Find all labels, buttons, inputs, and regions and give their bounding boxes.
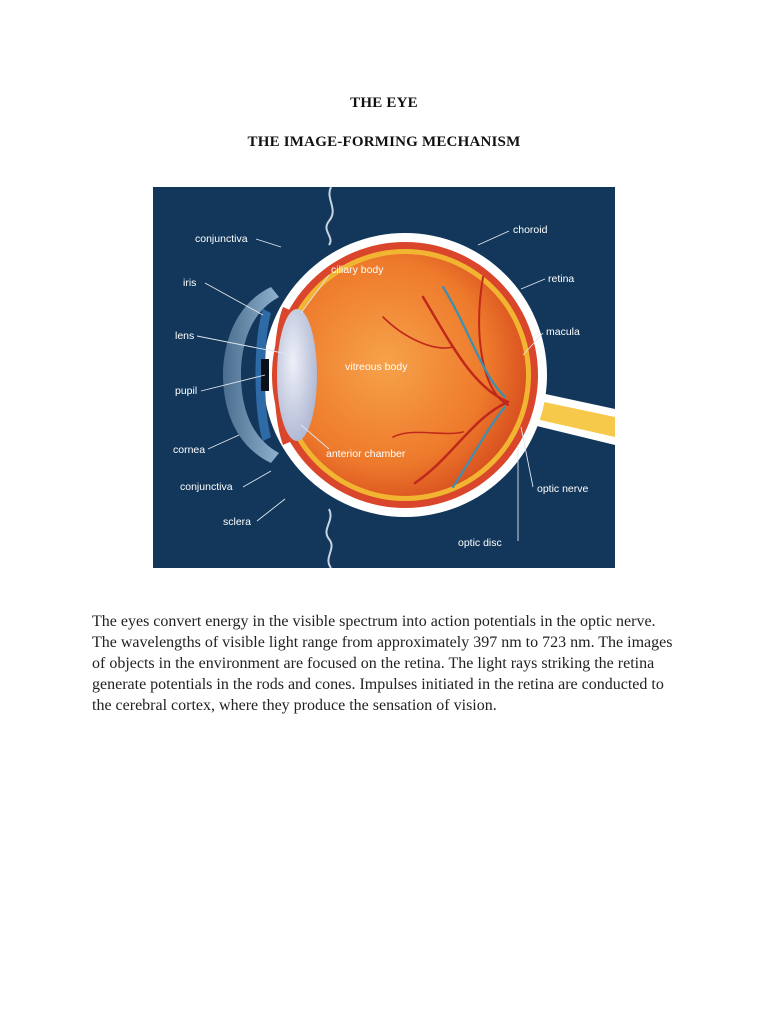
cornea-shape (223, 287, 279, 463)
label-vitreous-body: vitreous body (345, 361, 408, 373)
label-anterior-chamber: anterior chamber (326, 448, 406, 460)
label-cornea: cornea (173, 444, 205, 456)
conjunctiva-line-bottom (325, 508, 333, 568)
label-choroid: choroid (513, 224, 548, 236)
eye-anatomy-svg: conjunctiva iris lens pupil cornea conju… (153, 187, 615, 568)
label-conjunctiva-bottom: conjunctiva (180, 481, 233, 493)
label-optic-nerve: optic nerve (537, 483, 589, 495)
label-ciliary-body: ciliary body (331, 264, 384, 276)
label-iris: iris (183, 277, 196, 289)
lens-shape (277, 309, 317, 441)
leader-lines (196, 230, 546, 541)
label-pupil: pupil (175, 385, 197, 397)
conjunctiva-line-top (325, 187, 334, 246)
label-optic-disc: optic disc (458, 537, 502, 549)
label-sclera: sclera (223, 516, 251, 528)
body-paragraph: The eyes convert energy in the visible s… (92, 613, 673, 714)
label-lens: lens (175, 330, 194, 342)
label-macula: macula (546, 326, 580, 338)
page-title: THE EYE (350, 95, 418, 111)
page-subtitle: THE IMAGE-FORMING MECHANISM (247, 134, 521, 150)
blood-vessels (382, 276, 510, 489)
label-conjunctiva-top: conjunctiva (195, 233, 248, 245)
eye-anatomy-diagram: conjunctiva iris lens pupil cornea conju… (153, 187, 615, 568)
label-retina: retina (548, 273, 574, 285)
